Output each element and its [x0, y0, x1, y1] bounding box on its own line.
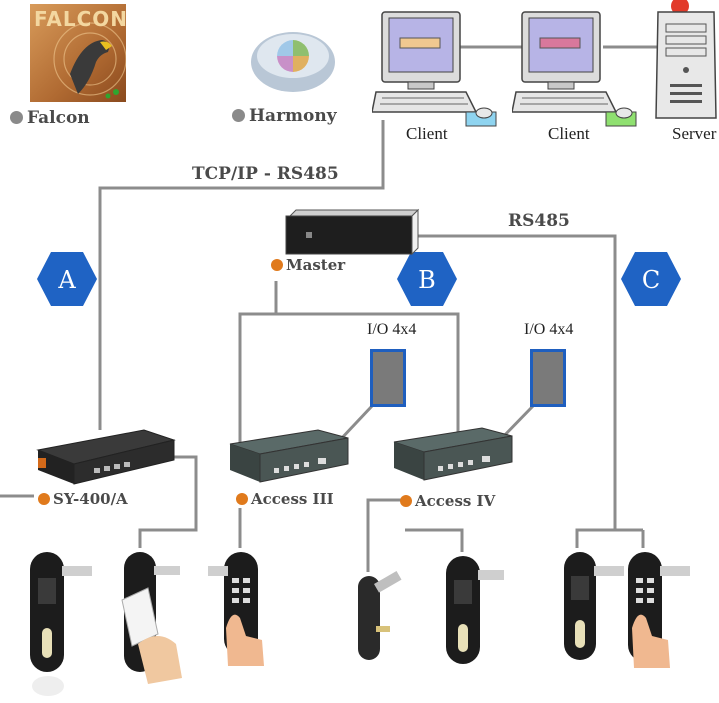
master-unit — [285, 208, 420, 256]
tcp-ip-label: TCP/IP - RS485 — [192, 164, 339, 184]
client-1-label: Client — [406, 124, 448, 143]
client-computer-1 — [372, 11, 497, 127]
access4-label: Access IV — [400, 492, 495, 510]
segment-b-hexagon: B — [397, 252, 457, 306]
handle-lock-2-icon — [446, 556, 504, 664]
client-2-label: Client — [548, 124, 590, 143]
bullet-icon — [38, 493, 50, 505]
keypad-lock-2-icon — [628, 552, 690, 668]
segment-c-label: C — [642, 266, 660, 294]
access4-controller — [393, 427, 513, 481]
segment-c-hexagon: C — [621, 252, 681, 306]
master-label: Master — [271, 256, 345, 274]
io-left-label: I/O 4x4 — [367, 321, 417, 338]
bullet-icon — [10, 111, 23, 124]
access3-controller — [229, 429, 349, 483]
falcon-logo: FALCON — [30, 4, 129, 102]
segment-a-hexagon: A — [37, 252, 97, 306]
io-module-right — [530, 349, 566, 407]
bullet-icon — [232, 109, 245, 122]
io-module-left — [370, 349, 406, 407]
falcon-label-text: Falcon — [27, 108, 90, 128]
key-lock-icon — [358, 571, 402, 660]
access3-label-text: Access III — [251, 490, 334, 508]
card-reader-lock-icon — [121, 552, 182, 684]
access4-label-text: Access IV — [415, 492, 496, 510]
sy400-controller — [36, 429, 176, 485]
sy400-label-text: SY-400/A — [53, 490, 128, 508]
server-tower — [655, 0, 717, 119]
rs485-label: RS485 — [508, 211, 570, 231]
bullet-icon — [400, 495, 412, 507]
client-computer-2 — [512, 11, 637, 127]
harmony-label: Harmony — [232, 106, 337, 126]
server-label: Server — [672, 124, 717, 143]
handle-lock-icon — [30, 552, 92, 696]
segment-a-label: A — [57, 266, 76, 294]
sy400-label: SY-400/A — [38, 490, 128, 508]
harmony-logo — [251, 32, 335, 92]
bullet-icon — [236, 493, 248, 505]
falcon-label: Falcon — [10, 108, 90, 128]
access3-label: Access III — [236, 490, 334, 508]
segment-b-label: B — [418, 266, 436, 294]
harmony-label-text: Harmony — [249, 106, 337, 126]
bullet-icon — [271, 259, 283, 271]
falcon-logo-text: FALCON — [34, 7, 129, 31]
handle-lock-3-icon — [564, 552, 624, 660]
io-right-label: I/O 4x4 — [524, 321, 574, 338]
keypad-lock-icon — [208, 552, 264, 666]
master-label-text: Master — [286, 256, 346, 274]
